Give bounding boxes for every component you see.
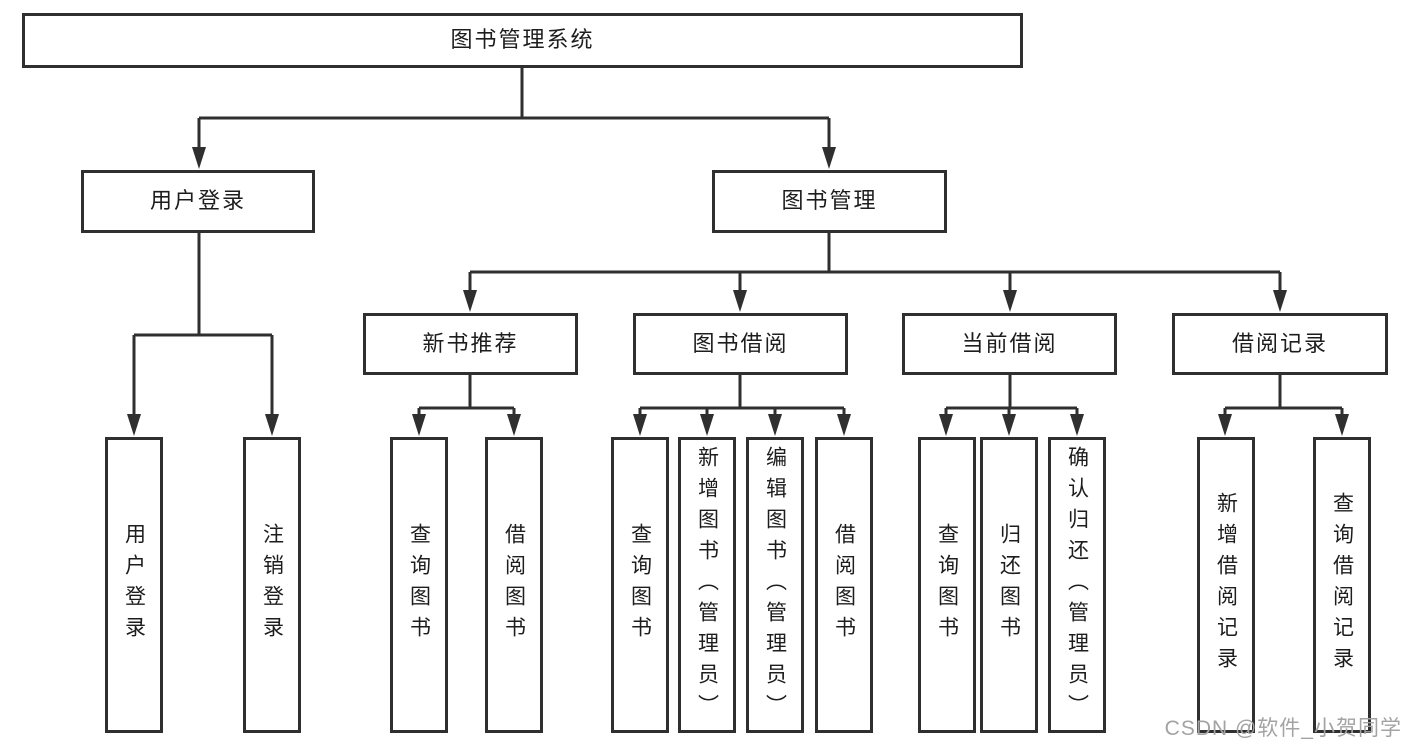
node-user-login: 用户登录 — [81, 170, 315, 233]
leaf-borrow-books: 借阅图书 — [815, 437, 873, 733]
node-label: 用户登录 — [149, 188, 246, 214]
node-book-management: 图书管理 — [712, 170, 947, 233]
node-new-book-recommend: 新书推荐 — [363, 313, 578, 375]
node-label: 借阅图书 — [832, 523, 856, 647]
node-label: 当前借阅 — [961, 330, 1058, 356]
leaf-logout: 注销登录 — [243, 437, 301, 733]
leaf-query-books-recommend: 查询图书 — [390, 437, 448, 733]
leaf-query-books-current: 查询图书 — [918, 437, 976, 733]
leaf-query-books-borrow: 查询图书 — [611, 437, 669, 733]
node-label: 查询借阅记录 — [1330, 492, 1354, 678]
node-label: 新增图书（管理员） — [695, 445, 719, 725]
leaf-add-books-admin: 新增图书（管理员） — [678, 437, 736, 733]
node-label: 用户登录 — [122, 523, 146, 647]
node-label: 图书管理系统 — [450, 27, 595, 53]
node-label: 查询图书 — [407, 523, 431, 647]
csdn-watermark: CSDN @软件_小贺同学 — [1164, 717, 1402, 740]
node-label: 新增借阅记录 — [1214, 492, 1238, 678]
leaf-user-login: 用户登录 — [105, 437, 163, 733]
node-label: 图书管理 — [781, 188, 878, 214]
leaf-edit-books-admin: 编辑图书（管理员） — [746, 437, 804, 733]
node-label: 新书推荐 — [422, 330, 519, 356]
leaf-return-books: 归还图书 — [980, 437, 1038, 733]
node-label: 图书借阅 — [692, 330, 789, 356]
node-label: 查询图书 — [935, 523, 959, 647]
node-label: 查询图书 — [628, 523, 652, 647]
node-book-borrow: 图书借阅 — [633, 313, 848, 375]
node-label: 编辑图书（管理员） — [763, 445, 787, 725]
leaf-confirm-return-admin: 确认归还（管理员） — [1048, 437, 1106, 733]
node-current-borrow: 当前借阅 — [902, 313, 1117, 375]
node-label: 归还图书 — [997, 523, 1021, 647]
leaf-query-borrow-record: 查询借阅记录 — [1313, 437, 1371, 733]
leaf-add-borrow-record: 新增借阅记录 — [1197, 437, 1255, 733]
node-borrow-records: 借阅记录 — [1172, 313, 1388, 375]
node-library-management-system: 图书管理系统 — [22, 13, 1023, 68]
node-label: 确认归还（管理员） — [1065, 445, 1089, 725]
leaf-borrow-books-recommend: 借阅图书 — [485, 437, 543, 733]
node-label: 借阅记录 — [1231, 330, 1328, 356]
arrowheads — [127, 147, 1349, 436]
node-label: 注销登录 — [260, 523, 284, 647]
node-label: 借阅图书 — [502, 523, 526, 647]
